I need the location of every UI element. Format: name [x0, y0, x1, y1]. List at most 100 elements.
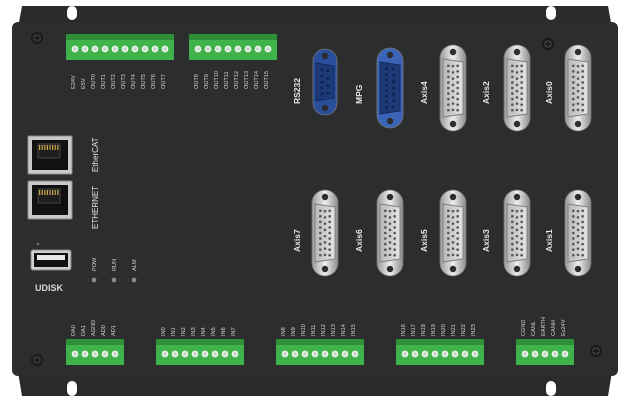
dsub-pin	[511, 226, 514, 229]
dsub-shell	[506, 203, 528, 263]
dsub-pin	[576, 71, 580, 74]
axis4-connector[interactable]	[439, 44, 467, 132]
rs232-connector[interactable]	[312, 48, 338, 116]
axis-connector-bottom-1[interactable]	[376, 189, 404, 277]
dsub-pin	[576, 247, 580, 250]
dsub-pin	[384, 209, 387, 213]
dsub-pin	[572, 226, 575, 229]
bottom-terminal-1[interactable]	[156, 339, 244, 365]
axis-connector-bottom-4[interactable]	[564, 189, 592, 277]
dsub-pin	[515, 253, 519, 257]
rj45-contact	[41, 190, 43, 195]
dsub-pin	[385, 78, 388, 82]
top-terminal-left[interactable]	[66, 34, 174, 60]
dsub-pin	[572, 220, 575, 224]
dsub-pin	[388, 216, 392, 219]
connector-label: Axis7	[292, 229, 302, 252]
dsub-pin	[393, 248, 396, 251]
dsub-pin	[581, 92, 584, 95]
dsub-pin	[572, 70, 575, 73]
bottom-terminal-3[interactable]	[396, 339, 484, 365]
terminal-screw	[403, 352, 407, 356]
dsub-pin	[520, 226, 523, 229]
pin-label: IN19	[431, 324, 437, 336]
rj45-contacts	[37, 143, 61, 159]
pin-label: CANL	[531, 321, 537, 336]
dsub-pin	[320, 80, 324, 84]
mpg-connector[interactable]	[376, 47, 404, 129]
dsub-pin	[447, 242, 450, 246]
pin-label: IN8	[281, 327, 287, 336]
dsub-pin	[319, 220, 322, 224]
axis2-connector[interactable]	[503, 44, 531, 132]
terminal-screw	[216, 47, 220, 51]
dsub-pin	[392, 67, 395, 71]
terminal-screw	[353, 352, 357, 356]
connector-label: Axis4	[419, 81, 429, 104]
pin-label: OUT10	[214, 71, 220, 89]
axis-connector-bottom-2[interactable]	[439, 189, 467, 277]
dsub-pin	[393, 242, 396, 246]
pin-label: IN9	[291, 327, 297, 336]
dsub-pin	[576, 253, 580, 257]
dsub-pin	[456, 92, 459, 95]
axis0-connector[interactable]	[564, 44, 592, 132]
dsub-pin	[393, 253, 396, 257]
dsub-pin	[576, 234, 580, 238]
terminal-screw	[163, 352, 167, 356]
connector-label: Axis0	[544, 81, 554, 104]
rj45-contact	[54, 145, 56, 150]
pin-label: IN12	[321, 324, 327, 336]
terminal-body	[189, 34, 277, 60]
dsub-shell	[506, 58, 528, 118]
dsub-pin	[511, 231, 514, 235]
connector-label: Axis1	[544, 229, 554, 252]
dsub-pin	[392, 105, 395, 109]
pin-label: IN0	[161, 327, 167, 336]
dsub-screw-hole	[513, 48, 521, 56]
ethernet-port[interactable]	[27, 180, 73, 220]
dsub-pin	[515, 222, 519, 225]
dsub-pin	[581, 253, 584, 257]
dsub-pin	[388, 241, 392, 244]
dsub-screw-hole	[449, 120, 457, 128]
dsub-pin	[456, 97, 459, 101]
top-terminal-right[interactable]	[189, 34, 277, 60]
terminal-screw	[523, 352, 527, 356]
pin-label: OUT7	[161, 74, 167, 89]
screw-icon	[31, 354, 43, 366]
led-indicator	[111, 277, 117, 283]
terminal-screw	[293, 352, 297, 356]
dsub-pin	[388, 253, 392, 257]
pin-label: DA1	[81, 325, 87, 336]
terminal-screw	[453, 352, 457, 356]
bottom-terminal-2[interactable]	[276, 339, 364, 365]
bottom-terminal-4[interactable]	[516, 339, 574, 365]
axis-connector-bottom-3[interactable]	[503, 189, 531, 277]
dsub-pin	[392, 99, 395, 102]
dsub-screw-hole	[574, 48, 582, 56]
dsub-pin	[520, 75, 523, 79]
pin-label: OUT11	[224, 71, 230, 89]
dsub-pin	[323, 234, 327, 238]
dsub-pin	[515, 89, 519, 93]
dsub-pin	[393, 231, 396, 235]
axis-connector-bottom-0[interactable]	[311, 189, 339, 277]
dsub-pin	[576, 222, 580, 225]
rj45-contact	[46, 190, 48, 195]
ethercat-port[interactable]	[27, 135, 73, 175]
dsub-shell	[567, 203, 589, 263]
dsub-pin	[447, 253, 450, 257]
terminal-screw	[93, 47, 97, 51]
udisk-usb-port[interactable]	[30, 249, 72, 271]
dsub-pin	[511, 103, 514, 106]
pin-label: IN11	[311, 325, 317, 336]
ethernet-label: ETHERNET	[91, 186, 100, 229]
dsub-pin	[576, 102, 580, 105]
bottom-terminal-0[interactable]	[66, 339, 124, 365]
rj45-contact	[54, 190, 56, 195]
terminal-body	[66, 34, 174, 60]
pin-label: OUT2	[111, 74, 117, 89]
dsub-shell	[442, 58, 464, 118]
dsub-pin	[520, 92, 523, 95]
